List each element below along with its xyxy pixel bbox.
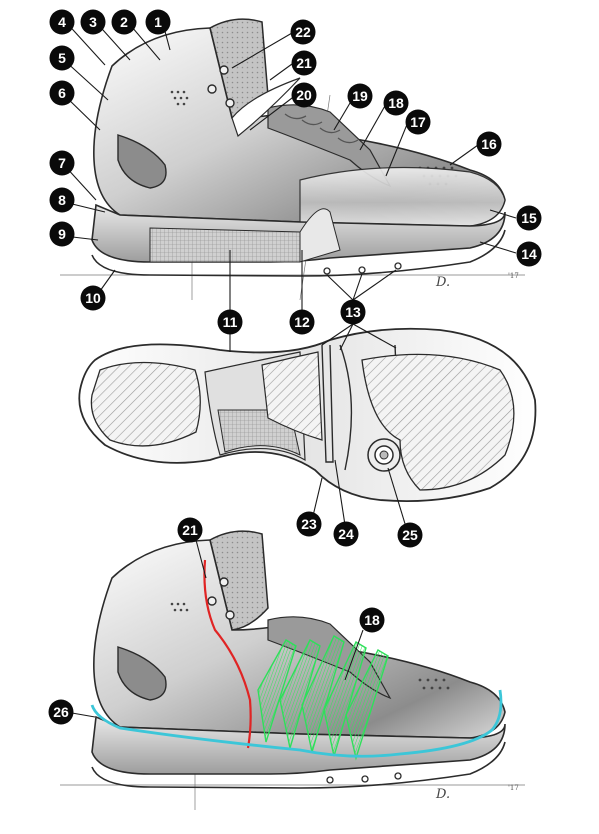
outsole-edge-bottom (91, 741, 506, 789)
svg-text:1: 1 (154, 14, 162, 30)
svg-text:23: 23 (301, 516, 317, 532)
callout-8: 8 (49, 187, 75, 213)
callout-10: 10 (80, 285, 106, 311)
midsole-line-highlight (90, 689, 503, 758)
outsole-edge (91, 229, 506, 277)
traction-nubs-bottom (326, 772, 402, 784)
eyelets (207, 65, 235, 108)
svg-text:8: 8 (58, 192, 66, 208)
callout-21-highlight: 21 (177, 517, 203, 543)
callout-20: 20 (291, 82, 317, 108)
svg-text:26: 26 (53, 704, 69, 720)
svg-text:15: 15 (521, 210, 537, 226)
callout-9: 9 (49, 221, 75, 247)
svg-text:19: 19 (352, 88, 368, 104)
shoe-side-view-highlighted: D. '17 (60, 530, 525, 810)
heel-window (117, 134, 167, 189)
vamp-panel (299, 166, 506, 227)
svg-text:2: 2 (120, 14, 128, 30)
svg-text:5: 5 (58, 50, 66, 66)
toe-perforations-bottom (418, 678, 450, 690)
shoe-side-view-top: D. '17 (60, 18, 525, 301)
signature-year: '17 (508, 272, 519, 280)
svg-text:14: 14 (521, 246, 537, 262)
svg-text:9: 9 (58, 226, 66, 242)
svg-text:22: 22 (295, 24, 311, 40)
callout-21: 21 (291, 50, 317, 76)
callout-22: 22 (290, 19, 316, 45)
outsole-bottom-view (78, 327, 537, 502)
midsole-bottom (91, 715, 506, 775)
heel-window-bottom (117, 646, 167, 701)
designer-signature: D. (435, 275, 450, 290)
svg-text:18: 18 (364, 612, 380, 628)
callout-12: 12 (289, 309, 315, 335)
svg-text:25: 25 (402, 527, 418, 543)
callout-19: 19 (347, 83, 373, 109)
heel-perforations-bottom (170, 602, 189, 612)
designer-signature-bottom: D. (435, 787, 450, 802)
svg-text:21: 21 (296, 55, 312, 71)
callout-18: 18 (383, 90, 409, 116)
callout-7: 7 (49, 150, 75, 176)
toe-traction-pad (361, 353, 515, 491)
callout-badges: 1 2 3 4 5 6 7 8 9 10 11 12 13 14 15 16 1… (48, 9, 542, 725)
svg-text:12: 12 (294, 314, 310, 330)
svg-text:17: 17 (410, 114, 426, 130)
svg-text:20: 20 (296, 87, 312, 103)
heel-perforations (170, 90, 189, 106)
callout-16: 16 (476, 131, 502, 157)
callout-1: 1 (145, 9, 171, 35)
svg-text:16: 16 (481, 136, 497, 152)
callout-25: 25 (397, 522, 423, 548)
leader-lines (63, 19, 517, 718)
laces (284, 113, 359, 144)
callout-6: 6 (49, 80, 75, 106)
eyelets-bottom (207, 577, 235, 620)
callout-26: 26 (48, 699, 74, 725)
callout-11: 11 (217, 309, 243, 335)
callout-13: 13 (340, 299, 366, 325)
svg-text:24: 24 (338, 526, 354, 542)
svg-text:4: 4 (58, 14, 66, 30)
svg-text:13: 13 (345, 304, 361, 320)
signature-year-bottom: '17 (508, 784, 519, 792)
svg-text:10: 10 (85, 290, 101, 306)
midsole-grid-panel (149, 227, 301, 263)
callout-24: 24 (333, 521, 359, 547)
callout-17: 17 (405, 109, 431, 135)
svg-text:3: 3 (89, 14, 97, 30)
callout-5: 5 (49, 45, 75, 71)
callout-15: 15 (516, 205, 542, 231)
callout-14: 14 (516, 241, 542, 267)
tongue-mesh-bottom (209, 530, 269, 631)
forefoot-traction-pad (261, 351, 323, 441)
svg-text:18: 18 (388, 95, 404, 111)
pivot-point (367, 438, 401, 472)
callout-4: 4 (49, 9, 75, 35)
svg-text:6: 6 (58, 85, 66, 101)
svg-text:21: 21 (182, 522, 198, 538)
traction-nubs (323, 262, 402, 275)
collar-swoosh (231, 77, 301, 138)
svg-text:11: 11 (223, 314, 238, 330)
callout-3: 3 (80, 9, 106, 35)
collar-structure-highlight (203, 559, 252, 749)
lockdown-straps-highlight (257, 634, 389, 761)
callout-2: 2 (111, 9, 137, 35)
heel-traction-pad (90, 361, 201, 447)
midsole-shank (299, 208, 341, 263)
svg-text:7: 7 (58, 155, 66, 171)
callout-18-highlight: 18 (359, 607, 385, 633)
callout-23: 23 (296, 511, 322, 537)
